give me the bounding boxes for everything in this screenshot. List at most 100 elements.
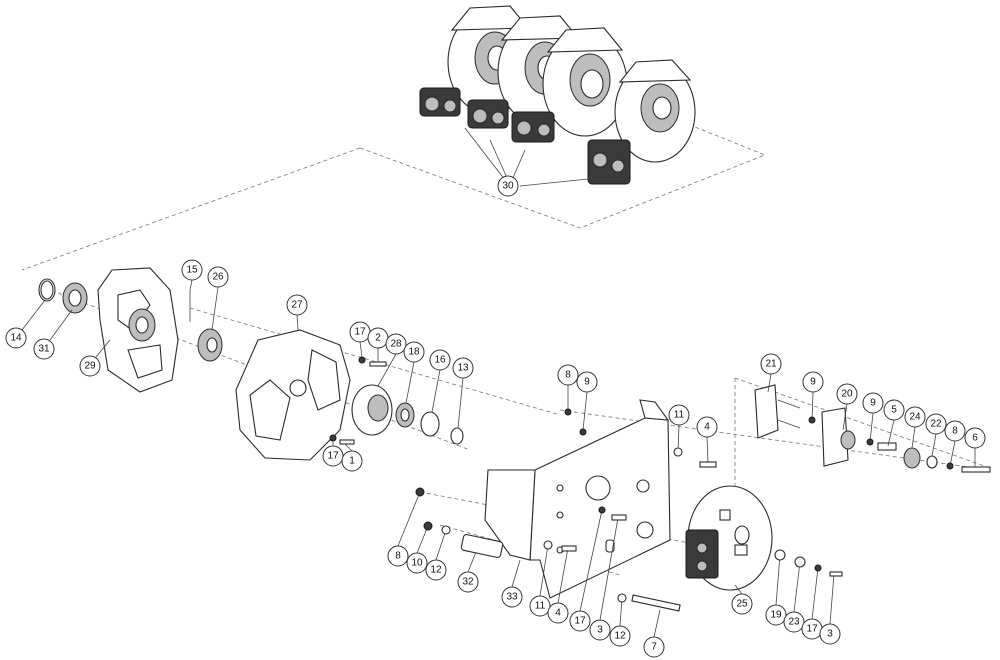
svg-text:17: 17 <box>574 616 586 627</box>
svg-text:22: 22 <box>930 419 942 430</box>
svg-text:32: 32 <box>462 577 474 588</box>
svg-text:21: 21 <box>765 359 777 370</box>
callout-17: 17 <box>349 321 371 343</box>
callout-18: 18 <box>403 341 425 363</box>
assembly-overview <box>21 5 767 271</box>
part-27-seed-disc <box>235 329 351 461</box>
svg-text:20: 20 <box>841 389 853 400</box>
callout-32: 32 <box>457 571 479 593</box>
svg-text:9: 9 <box>870 398 876 409</box>
svg-text:26: 26 <box>212 272 224 283</box>
callout-24: 24 <box>904 406 926 428</box>
callout-25: 25 <box>731 593 753 615</box>
svg-text:8: 8 <box>565 370 571 381</box>
svg-text:3: 3 <box>827 629 833 640</box>
callout-29: 29 <box>79 355 101 377</box>
part-26-hub <box>197 328 223 362</box>
callout-14: 14 <box>5 327 27 349</box>
callout-27: 27 <box>286 294 308 316</box>
callout-3: 3 <box>819 623 841 645</box>
svg-text:9: 9 <box>584 377 590 388</box>
callout-4: 4 <box>547 602 569 624</box>
callout-4: 4 <box>696 416 718 438</box>
part-33-main-bracket <box>484 399 671 599</box>
part-18-bearing <box>395 402 415 428</box>
callout-layer: 30 1 5 26 14 31 29 27 17 2 28 18 16 13 17… <box>5 175 986 658</box>
callout-22: 22 <box>925 413 947 435</box>
callout-9: 9 <box>576 371 598 393</box>
callout-17: 17 <box>801 618 823 640</box>
part-22-washer <box>926 455 938 469</box>
leader-lines <box>21 279 976 638</box>
hardware-dots <box>415 408 954 603</box>
svg-text:24: 24 <box>909 412 921 423</box>
bolt-set-lower <box>329 434 355 445</box>
callout-3: 3 <box>589 619 611 641</box>
svg-text:17: 17 <box>806 624 818 635</box>
svg-text:17: 17 <box>327 451 339 462</box>
part-7-long-bolt <box>631 594 681 612</box>
svg-text:19: 19 <box>770 610 782 621</box>
svg-text:28: 28 <box>390 339 402 350</box>
part-31-bearing <box>62 282 88 314</box>
callout-20: 20 <box>836 383 858 405</box>
part-5-spacer <box>877 442 897 451</box>
svg-text:8: 8 <box>952 426 958 437</box>
callout-8: 8 <box>387 545 409 567</box>
callout-33: 33 <box>501 586 523 608</box>
svg-text:25: 25 <box>736 599 748 610</box>
callout-30: 30 <box>497 175 519 197</box>
svg-text:1: 1 <box>349 456 355 467</box>
svg-text:14: 14 <box>10 333 22 344</box>
svg-text:10: 10 <box>411 558 423 569</box>
svg-text:33: 33 <box>506 592 518 603</box>
callout-7: 7 <box>643 636 665 658</box>
callout-5: 5 <box>883 399 905 421</box>
svg-text:3: 3 <box>597 625 603 636</box>
callout-31: 31 <box>33 338 55 360</box>
svg-text:9: 9 <box>810 377 816 388</box>
svg-text:5: 5 <box>891 405 897 416</box>
svg-text:23: 23 <box>788 617 800 628</box>
callout-8: 8 <box>557 364 579 386</box>
callout-1: 1 <box>341 450 363 472</box>
part-28-bearing-housing <box>351 384 393 436</box>
svg-text:12: 12 <box>614 631 626 642</box>
svg-text:18: 18 <box>408 347 420 358</box>
part-29-side-plate <box>97 267 179 393</box>
svg-text:4: 4 <box>704 422 710 433</box>
callout-11: 11 <box>529 595 551 617</box>
part-25-drive-plate <box>685 485 773 591</box>
callout-2: 2 <box>367 327 389 349</box>
assembly-reference-outline <box>359 124 767 229</box>
svg-text:31: 31 <box>38 344 50 355</box>
part-21-mount-plate <box>754 384 801 439</box>
callout-17: 17 <box>569 610 591 632</box>
planter-unit-4 <box>587 59 696 185</box>
part-24-gear <box>903 447 921 469</box>
svg-text:16: 16 <box>434 355 446 366</box>
svg-text:2: 2 <box>375 333 381 344</box>
callout-8: 8 <box>944 420 966 442</box>
svg-text:7: 7 <box>651 642 657 653</box>
svg-text:13: 13 <box>457 363 469 374</box>
part-16-ring <box>420 411 440 437</box>
callout-9: 9 <box>862 392 884 414</box>
callout-19: 19 <box>765 604 787 626</box>
svg-text:4: 4 <box>555 608 561 619</box>
leader-30 <box>464 127 599 187</box>
callout-28: 28 <box>385 333 407 355</box>
callout-13: 13 <box>452 357 474 379</box>
bolt-set-upper <box>358 356 387 367</box>
part-13-washer <box>450 427 464 445</box>
callout-10: 10 <box>406 552 428 574</box>
planter-unit-3 <box>511 27 628 143</box>
svg-text:12: 12 <box>430 565 442 576</box>
part-14-snap-ring <box>38 278 56 302</box>
svg-text:27: 27 <box>291 300 303 311</box>
callout-9: 9 <box>802 371 824 393</box>
callout-6: 6 <box>964 427 986 449</box>
svg-text:11: 11 <box>674 410 685 421</box>
svg-text:17: 17 <box>354 327 366 338</box>
part-20-bearing-plate <box>821 407 856 467</box>
